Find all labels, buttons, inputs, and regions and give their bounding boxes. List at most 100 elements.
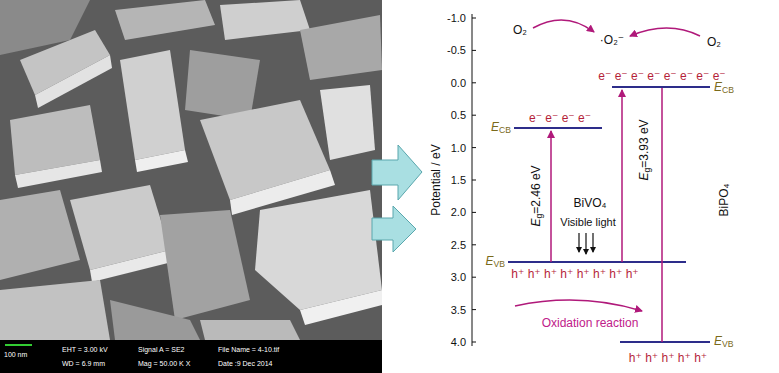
- species-label: O₂: [707, 35, 721, 49]
- art-polygon: [110, 300, 200, 340]
- scale-label: 100 nm: [4, 351, 27, 358]
- hole-row-group: h⁺ h⁺ h⁺ h⁺ h⁺ h⁺ h⁺ h⁺: [511, 268, 638, 280]
- band-edge-label-group: ECB: [491, 121, 511, 135]
- art-line: [550, 131, 552, 262]
- art-line: [472, 147, 476, 148]
- art-line: [472, 115, 476, 116]
- art-line: [472, 309, 476, 310]
- art-polygon: [135, 150, 188, 172]
- material-label: BiVO₄: [574, 196, 607, 210]
- tick-label-group: -1.0: [447, 13, 466, 24]
- art-line: [472, 180, 476, 181]
- sem-info: File Name = 4-10.tif: [218, 346, 279, 353]
- electron-row-group: e⁻ e⁻ e⁻ e⁻ e⁻ e⁻ e⁻ e⁻: [598, 70, 725, 82]
- art-line: [472, 212, 476, 213]
- band-edge-label-group: EVB: [485, 255, 505, 269]
- art-line: [472, 277, 476, 278]
- art-polygon: [0, 190, 80, 280]
- band-gap-label: g: [534, 214, 544, 219]
- pointer-arrows: [372, 145, 422, 252]
- art-line: [661, 88, 663, 342]
- hole-row: h⁺ h⁺ h⁺ h⁺ h⁺: [629, 351, 707, 365]
- reaction-label-group: Oxidation reaction: [542, 317, 639, 329]
- species-label: O₂: [513, 23, 527, 37]
- band-edge-label: CB: [499, 125, 511, 135]
- band-gap-label: g: [642, 168, 652, 173]
- band-edge-label: E: [714, 80, 722, 94]
- art-rect: [0, 0, 382, 340]
- band-edge-label: E: [491, 120, 499, 134]
- art-line: [578, 233, 579, 252]
- band-edge-label: E: [485, 254, 493, 268]
- tick-label: 2.0: [451, 206, 466, 218]
- band-edge-label: VB: [493, 259, 505, 269]
- tick-label-group: 3.0: [451, 272, 466, 283]
- art-polygon: [15, 160, 102, 188]
- tick-label-group: 2.5: [451, 239, 466, 250]
- electron-row: e⁻ e⁻ e⁻ e⁻ e⁻ e⁻ e⁻ e⁻: [598, 69, 725, 83]
- tick-label: 1.0: [451, 141, 466, 153]
- hole-row: h⁺ h⁺ h⁺ h⁺ h⁺ h⁺ h⁺ h⁺: [511, 267, 638, 281]
- sem-info-group: File Name = 4-10.tif: [218, 346, 279, 353]
- band-edge-label: VB: [722, 339, 734, 349]
- axis-title: Potential / eV: [429, 144, 443, 215]
- band-levels: [508, 87, 710, 342]
- tick-label-group: -0.5: [447, 45, 466, 56]
- art-line: [612, 86, 710, 88]
- band-gap-label-group: Eg=3.93 eV: [638, 119, 652, 180]
- band-edge-label: E: [714, 334, 722, 348]
- art-rect: [0, 340, 382, 373]
- tick-label: 4.0: [451, 336, 466, 348]
- potential-axis: [472, 14, 476, 346]
- art-polygon: [372, 145, 422, 200]
- hole-row-group: h⁺ h⁺ h⁺ h⁺ h⁺: [629, 352, 707, 364]
- axis-title-group: Potential / eV: [430, 144, 442, 215]
- art-polygon: [320, 85, 375, 160]
- species-label-group: O₂: [707, 36, 721, 48]
- art-path: [630, 28, 700, 36]
- sem-info: Signal A = SE2: [138, 346, 185, 353]
- tick-label: -1.0: [447, 12, 466, 24]
- sem-info: Mag = 50.00 K X: [138, 360, 190, 367]
- sem-info: EHT = 3.00 kV: [62, 346, 108, 353]
- tick-label-group: 4.0: [451, 337, 466, 348]
- art-polygon: [200, 320, 300, 340]
- art-line: [621, 90, 623, 262]
- band-edge-label-group: EVB: [714, 335, 734, 349]
- tick-label-group: 1.0: [451, 142, 466, 153]
- band-edge-label-group: ECB: [714, 81, 734, 95]
- band-gap-label-group: Eg=2.46 eV: [530, 165, 544, 226]
- art-path: [533, 20, 594, 32]
- sem-info: WD = 6.9 mm: [62, 360, 105, 367]
- art-polygon: [0, 280, 110, 340]
- art-line: [472, 244, 476, 245]
- material-label-group: BiVO₄: [574, 197, 607, 209]
- art-line: [472, 50, 476, 51]
- species-label-group: O₂: [513, 24, 527, 36]
- art-polygon: [115, 0, 215, 40]
- band-gap-label: =3.93 eV: [637, 119, 651, 167]
- sem-info: Date :9 Dec 2014: [218, 360, 272, 367]
- tick-label-group: 0.5: [451, 110, 466, 121]
- sem-info-group: Mag = 50.00 K X: [138, 360, 190, 367]
- art-line: [508, 261, 686, 263]
- tick-label: 0.0: [451, 76, 466, 88]
- tick-label: 1.5: [451, 174, 466, 186]
- art-line: [585, 233, 586, 254]
- art-line: [620, 341, 710, 343]
- species-label-group: ·O₂⁻: [600, 34, 624, 46]
- art-polygon: [90, 250, 172, 282]
- electron-row: e⁻ e⁻ e⁻ e⁻: [529, 111, 591, 125]
- tick-label-group: 2.0: [451, 207, 466, 218]
- sem-image: [0, 0, 382, 373]
- art-line: [472, 82, 476, 83]
- art-polygon: [255, 190, 382, 310]
- band-edge-label: CB: [722, 85, 734, 95]
- art-path: [515, 300, 642, 311]
- scale-label-group: 100 nm: [4, 351, 27, 358]
- tick-label-group: 1.5: [451, 175, 466, 186]
- art-polygon: [35, 55, 112, 108]
- electron-row-group: e⁻ e⁻ e⁻ e⁻: [529, 112, 591, 124]
- sem-info-group: WD = 6.9 mm: [62, 360, 105, 367]
